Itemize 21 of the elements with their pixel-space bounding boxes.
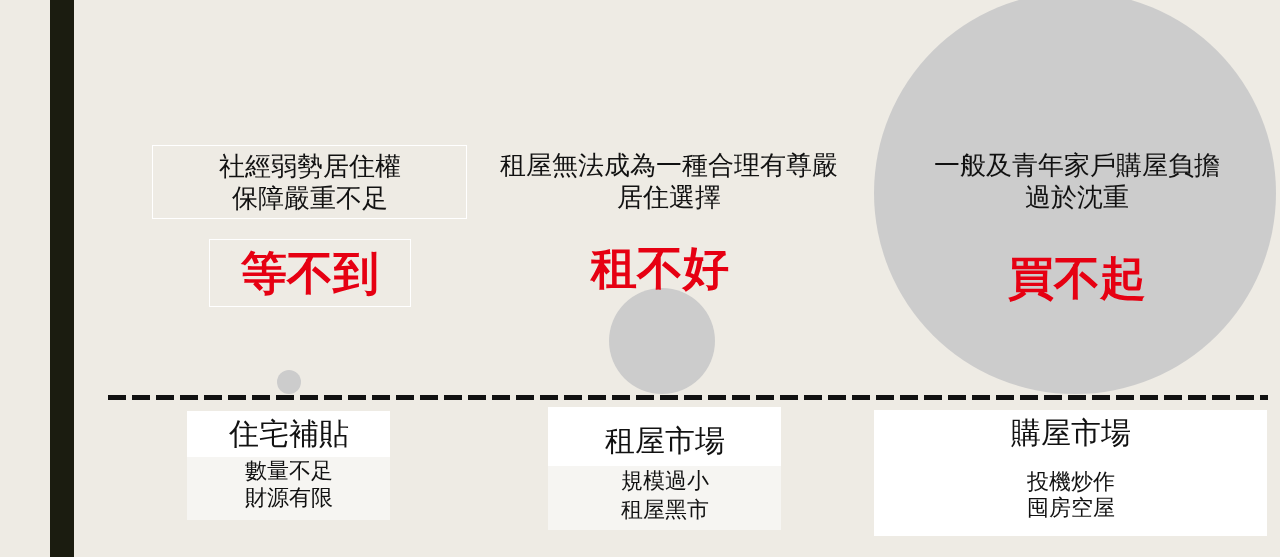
description-text: 一般及青年家戶購屋負擔過於沈重: [933, 149, 1221, 213]
list-item: 囤房空屋: [1026, 495, 1115, 521]
description-text: 租屋無法成為一種合理有尊嚴居住選擇: [498, 149, 839, 213]
slogan-text: 租不好: [591, 242, 729, 294]
slogan-text: 買不起: [1008, 252, 1146, 304]
slogan-text: 等不到: [241, 247, 379, 299]
info-card: [874, 410, 1267, 536]
outlined-box: [152, 145, 467, 219]
card-heading: 住宅補貼: [228, 416, 349, 452]
vertical-bar: [50, 0, 74, 557]
list-item: 投機炒作: [1026, 469, 1115, 495]
outlined-box: [209, 239, 411, 307]
info-card: [548, 407, 781, 530]
card-heading: 購屋市場: [1010, 415, 1131, 451]
list-item: 數量不足: [244, 457, 333, 484]
card-heading: 租屋市場: [604, 422, 725, 459]
info-card: [187, 411, 390, 520]
list-item: 財源有限: [244, 484, 333, 511]
list-item: 規模過小: [620, 467, 709, 495]
list-item: 租屋黑市: [620, 496, 709, 524]
description-text: 社經弱勢居住權保障嚴重不足: [217, 150, 402, 214]
